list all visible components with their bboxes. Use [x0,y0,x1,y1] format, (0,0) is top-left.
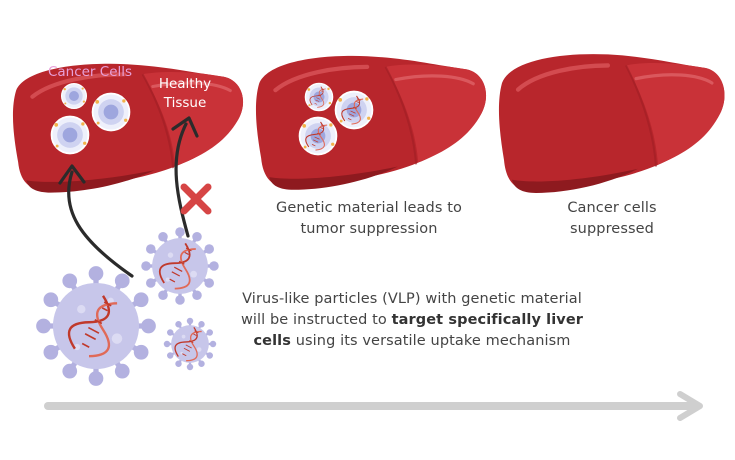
suppressed-caption-line1: Cancer cells [567,200,657,216]
vlp-caption-line2: will be instructed to target specificall… [214,310,610,331]
cancer-cell [50,115,90,155]
healthy-tissue-line2: Tissue [163,95,207,111]
tumor-caption-line2: tumor suppression [300,221,438,237]
arrow-to-cancer-cells [58,164,134,278]
arrow-to-healthy-tissue [171,116,199,238]
vlp-caption-line2-bold: target specifically liver [391,312,584,328]
liver-healthy [499,54,725,193]
tumor-suppression-caption: Genetic material leads to tumor suppress… [262,198,476,240]
liver-treated [256,56,486,190]
treated-cell [304,82,334,112]
healthy-tissue-line1: Healthy [158,76,212,92]
vlp-description-caption: Virus-like particles (VLP) with genetic … [214,289,610,352]
vlp-caption-line2-plain: will be instructed to [240,312,392,328]
cancer-cells-label: Cancer Cells [36,63,144,82]
vlp-caption-line1: Virus-like particles (VLP) with genetic … [242,291,582,307]
cancer-cell [60,82,88,110]
suppressed-caption-line2: suppressed [570,221,654,237]
tumor-caption-line1: Genetic material leads to [276,200,462,216]
vlp-caption-line3-bold: cells [253,333,291,349]
vlp-particle-large [36,266,156,386]
vlp-caption-line3-plain: using its versatile uptake mechanism [291,333,571,349]
vlp-caption-line3: cells using its versatile uptake mechani… [214,331,610,352]
cross-icon [180,183,212,215]
healthy-tissue-label: Healthy Tissue [146,75,224,113]
cancer-suppressed-caption: Cancer cells suppressed [532,198,692,240]
treated-cell [298,116,338,156]
treated-cell [334,90,374,130]
vlp-particle-small [162,316,218,372]
vlp-particle-medium [139,225,221,307]
cancer-cell [91,92,131,132]
arrow-right-icon [44,391,703,421]
cancer-cells-text: Cancer Cells [47,64,133,80]
